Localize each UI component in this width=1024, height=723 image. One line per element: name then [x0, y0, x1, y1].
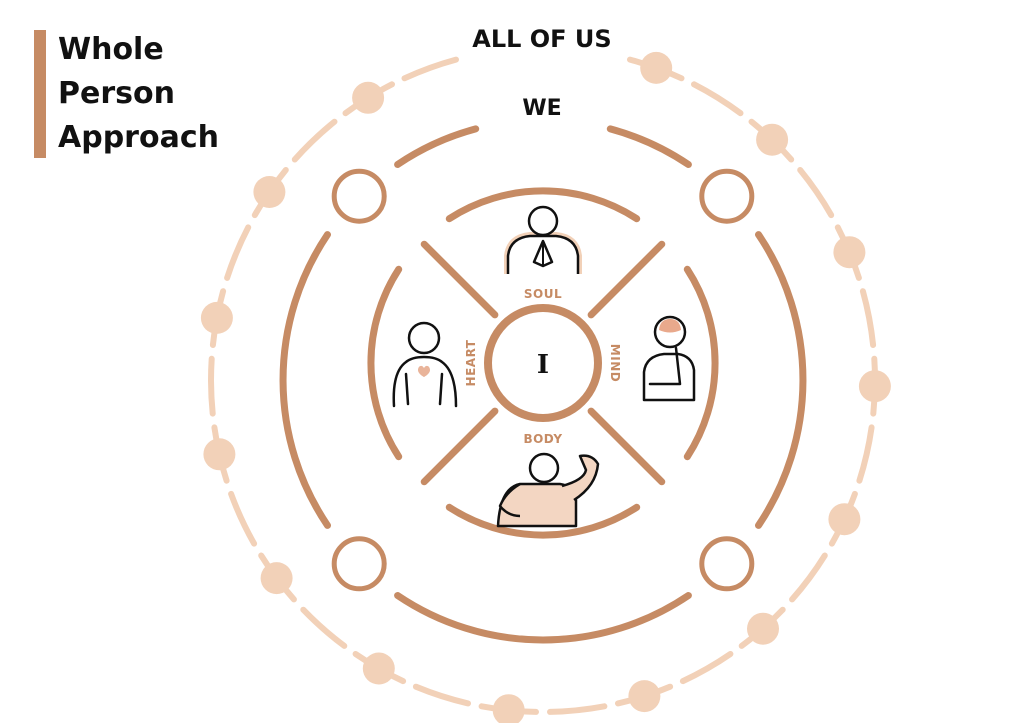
middle-ring-arc	[394, 125, 480, 168]
inner-ring-arc	[367, 265, 403, 461]
middle-ring-arc	[279, 231, 331, 529]
outer-ring-dot	[833, 236, 866, 269]
middle-ring-node	[331, 536, 387, 592]
outer-ring-segment	[797, 167, 835, 219]
middle-ring-arc	[755, 231, 807, 529]
middle-ring-node	[331, 168, 387, 224]
outer-ring-segment	[679, 651, 734, 685]
quadrant-divider	[587, 240, 666, 319]
center-circle	[484, 304, 602, 422]
outer-ring-segment	[401, 56, 459, 82]
middle-ring-arc	[394, 592, 692, 644]
quadrant-divider	[587, 407, 666, 486]
inner-ring-quadrants	[367, 187, 719, 539]
diagram-title: Whole Person Approach	[58, 28, 219, 160]
quadrant-label-body: BODY	[523, 432, 562, 446]
inner-ring-arc	[683, 265, 719, 461]
middle-ring-we	[279, 125, 807, 644]
outer-ring-segment	[208, 355, 216, 417]
outer-ring-segment	[856, 424, 875, 484]
outer-ring-segment	[691, 81, 744, 117]
outer-ring-dot	[203, 438, 236, 471]
outer-ring-dot	[747, 612, 779, 645]
praying-person-icon	[504, 205, 582, 274]
quadrant-label-heart: HEART	[464, 339, 478, 386]
person-with-heart-icon	[392, 321, 458, 408]
outer-ring-segment	[789, 552, 828, 603]
outer-ring-dot	[828, 503, 861, 536]
outer-ring-dot	[352, 81, 385, 114]
outer-ring-segment	[300, 606, 348, 649]
inner-ring-arc	[445, 187, 641, 223]
middle-ring-label: WE	[522, 96, 561, 121]
outer-ring-dot	[858, 370, 891, 403]
title-accent-bar	[34, 30, 46, 158]
outer-ring-segment	[547, 703, 608, 715]
outer-ring-segment	[228, 490, 258, 547]
outer-ring-dot	[640, 51, 673, 84]
quadrant-divider	[420, 407, 499, 486]
inner-ring-arc	[445, 503, 641, 539]
middle-ring-arc	[606, 125, 692, 168]
outer-ring-dot	[260, 562, 293, 595]
outer-ring-segment	[291, 118, 338, 163]
middle-ring-node	[699, 168, 755, 224]
quadrant-label-mind: MIND	[608, 344, 622, 382]
center-label: I	[537, 350, 549, 380]
outer-ring-dot	[200, 301, 233, 334]
flexing-person-icon	[496, 452, 600, 528]
quadrant-label-soul: SOUL	[524, 287, 562, 301]
quadrant-divider	[420, 240, 499, 319]
outer-ring-segment	[224, 224, 252, 281]
outer-ring-all-of-us	[200, 51, 891, 723]
thinking-person-icon	[642, 315, 696, 402]
outer-ring-segment	[859, 288, 877, 348]
title-line-1: Whole	[58, 32, 164, 67]
title-line-3: Approach	[58, 120, 219, 155]
outer-ring-segment	[412, 683, 471, 707]
outer-ring-dot	[492, 694, 525, 723]
middle-ring-node	[699, 536, 755, 592]
outer-ring-label: ALL OF US	[472, 25, 611, 53]
outer-ring-dot	[756, 123, 789, 156]
outer-ring-dot	[362, 652, 395, 685]
title-line-2: Person	[58, 76, 175, 111]
outer-ring-dot	[253, 176, 286, 208]
outer-ring-dot	[628, 680, 661, 713]
